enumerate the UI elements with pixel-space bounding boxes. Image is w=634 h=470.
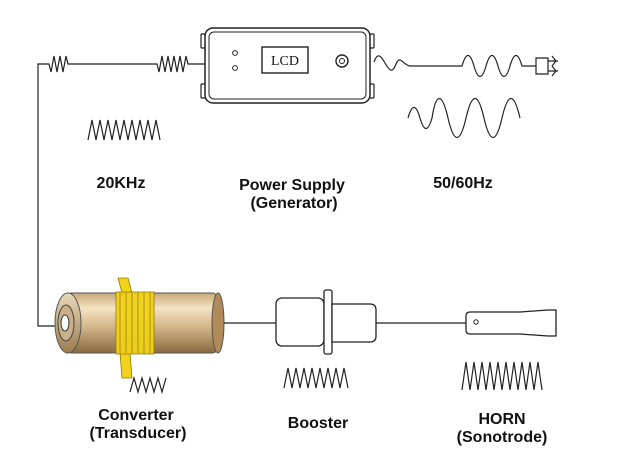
power-supply-subtitle: (Generator)	[250, 195, 337, 212]
power-supply-unit: LCD	[200, 27, 375, 104]
indicator-led-icon	[232, 50, 238, 56]
mains-cable	[373, 54, 558, 78]
booster-component	[275, 289, 468, 355]
waveform-booster-icon	[283, 367, 349, 389]
power-supply-title: Power Supply	[239, 177, 345, 194]
power-knob-icon	[335, 54, 349, 68]
lcd-display	[261, 46, 309, 74]
converter-title: Converter	[98, 407, 174, 424]
lcd-label: LCD	[271, 54, 299, 69]
waveform-horn-icon	[461, 361, 543, 391]
horn-subtitle: (Sonotrode)	[457, 429, 548, 446]
indicator-led-icon	[232, 65, 238, 71]
horn-title: HORN	[478, 411, 525, 428]
booster-label: Booster	[288, 415, 348, 432]
converter-transducer	[54, 277, 225, 379]
converter-subtitle: (Transducer)	[90, 425, 187, 442]
coil-winding	[115, 277, 155, 379]
signal-cable	[37, 55, 205, 327]
power-plug-icon	[535, 55, 558, 77]
waveform-20khz-icon	[87, 119, 161, 141]
waveform-50-60hz-icon	[407, 97, 521, 139]
frequency-label-20khz: 20KHz	[97, 175, 146, 192]
horn-sonotrode	[465, 309, 557, 337]
frequency-label-mains: 50/60Hz	[433, 175, 493, 192]
waveform-converter-icon	[129, 375, 167, 395]
